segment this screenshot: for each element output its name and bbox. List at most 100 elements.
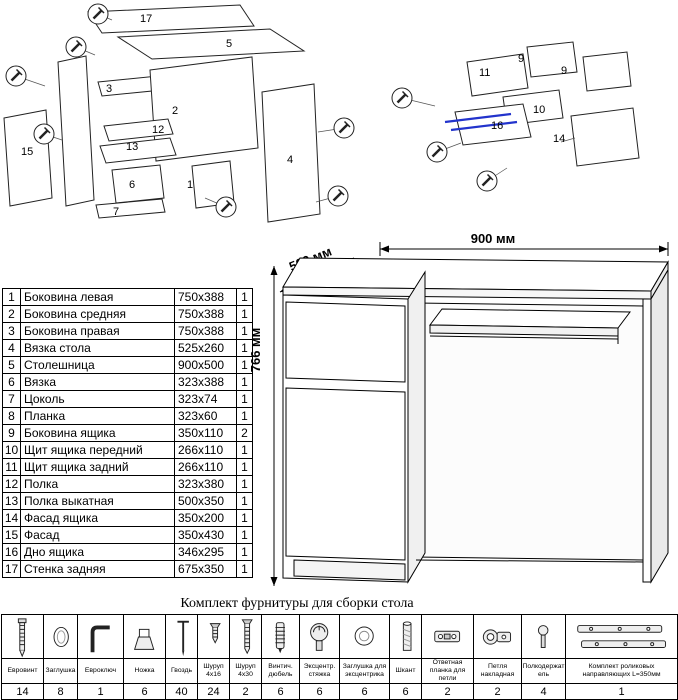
parts-row-number: 9 [2, 424, 21, 442]
arrowhead [659, 245, 668, 253]
parts-row-number: 7 [2, 390, 21, 408]
parts-row-size: 500x350 [174, 492, 237, 510]
hardware-item-name: Шуруп 4x30 [229, 657, 262, 685]
hardware-item-qty: 6 [339, 683, 390, 700]
hardware-item-name: Ответная планка для петли [421, 657, 474, 685]
hardware-item-qty: 2 [421, 683, 474, 700]
parts-row-size: 323x388 [174, 373, 237, 391]
parts-row-name: Вязка [20, 373, 175, 391]
hardware-item-qty: 1 [565, 683, 678, 700]
part-number-label: 4 [287, 154, 293, 166]
hardware-item-name: Евроключ [77, 657, 124, 685]
parts-row-size: 350x110 [174, 424, 237, 442]
parts-row-size: 266x110 [174, 441, 237, 459]
hardware-item-name: Шкант [389, 657, 422, 685]
parts-row-name: Боковина левая [20, 288, 175, 306]
parts-row-name: Полка [20, 475, 175, 493]
parts-row-number: 3 [2, 322, 21, 340]
wood-dowel-icon [389, 614, 422, 659]
parts-row-size: 900x500 [174, 356, 237, 374]
parts-row-number: 5 [2, 356, 21, 374]
parts-row-number: 17 [2, 560, 21, 578]
part-number-label: 2 [172, 105, 178, 117]
screw-long-icon [229, 614, 262, 659]
part-number-label: 10 [533, 104, 545, 116]
part-number-label: 12 [152, 124, 164, 136]
screw-short-icon [197, 614, 230, 659]
hardware-item-name: Ножка [123, 657, 166, 685]
hardware-item-name: Заглушка [43, 657, 78, 685]
part-number-label: 15 [21, 146, 33, 158]
parts-row-name: Фасад [20, 526, 175, 544]
part-number-label: 11 [479, 67, 490, 79]
parts-row-number: 11 [2, 458, 21, 476]
parts-row-name: Стенка задняя [20, 560, 175, 578]
hardware-item-qty: 40 [165, 683, 198, 700]
parts-row-number: 16 [2, 543, 21, 561]
roller-guide-highlight [444, 112, 518, 132]
cam-cap-icon [339, 614, 390, 659]
parts-row-size: 266x110 [174, 458, 237, 476]
parts-row-size: 323x380 [174, 475, 237, 493]
parts-row-qty: 1 [236, 373, 253, 391]
parts-row-number: 13 [2, 492, 21, 510]
hardware-kit-title: Комплект фурнитуры для сборки стола [180, 596, 414, 611]
desk-height-label: 766 мм [250, 328, 263, 373]
parts-row-number: 4 [2, 339, 21, 357]
hardware-item-qty: 2 [229, 683, 262, 700]
cam-lock-icon [299, 614, 340, 659]
parts-row-name: Фасад ящика [20, 509, 175, 527]
parts-row-size: 346x295 [174, 543, 237, 561]
hinge-icon [473, 614, 522, 659]
width-dimension-line [379, 242, 669, 256]
parts-row-number: 10 [2, 441, 21, 459]
hardware-item-qty: 8 [43, 683, 78, 700]
parts-row-name: Вязка стола [20, 339, 175, 357]
arrowhead [270, 266, 278, 275]
hardware-item-name: Евровинт [1, 657, 44, 685]
hardware-item-qty: 6 [299, 683, 340, 700]
hardware-item-qty: 2 [473, 683, 522, 700]
parts-row-qty: 1 [236, 475, 253, 493]
part-number-label: 9 [518, 53, 524, 65]
parts-row-name: Цоколь [20, 390, 175, 408]
hexkey-icon [77, 614, 124, 659]
parts-row-size: 323x74 [174, 390, 237, 408]
parts-row-qty: 1 [236, 390, 253, 408]
parts-row-number: 1 [2, 288, 21, 306]
parts-row-number: 15 [2, 526, 21, 544]
parts-row-size: 323x60 [174, 407, 237, 425]
hardware-item-name: Гвоздь [165, 657, 198, 685]
drawer-slides-icon [565, 614, 678, 659]
arrowhead [270, 577, 278, 586]
hardware-item-name: Шуруп 4x16 [197, 657, 230, 685]
part-number-label: 16 [491, 120, 503, 132]
hardware-item-qty: 6 [261, 683, 300, 700]
desk-body [282, 257, 669, 584]
desk-panels [3, 4, 321, 223]
part-number-label: 9 [561, 65, 567, 77]
desk-width-label: 900 мм [471, 231, 516, 246]
foot-icon [123, 614, 166, 659]
hardware-item-qty: 6 [123, 683, 166, 700]
hardware-item-name: Полкодержатель [521, 657, 566, 685]
parts-row-name: Боковина правая [20, 322, 175, 340]
desk-dimension-drawing: 900 мм 500 мм 766 мм [250, 231, 669, 586]
nail-icon [165, 614, 198, 659]
parts-row-size: 350x430 [174, 526, 237, 544]
